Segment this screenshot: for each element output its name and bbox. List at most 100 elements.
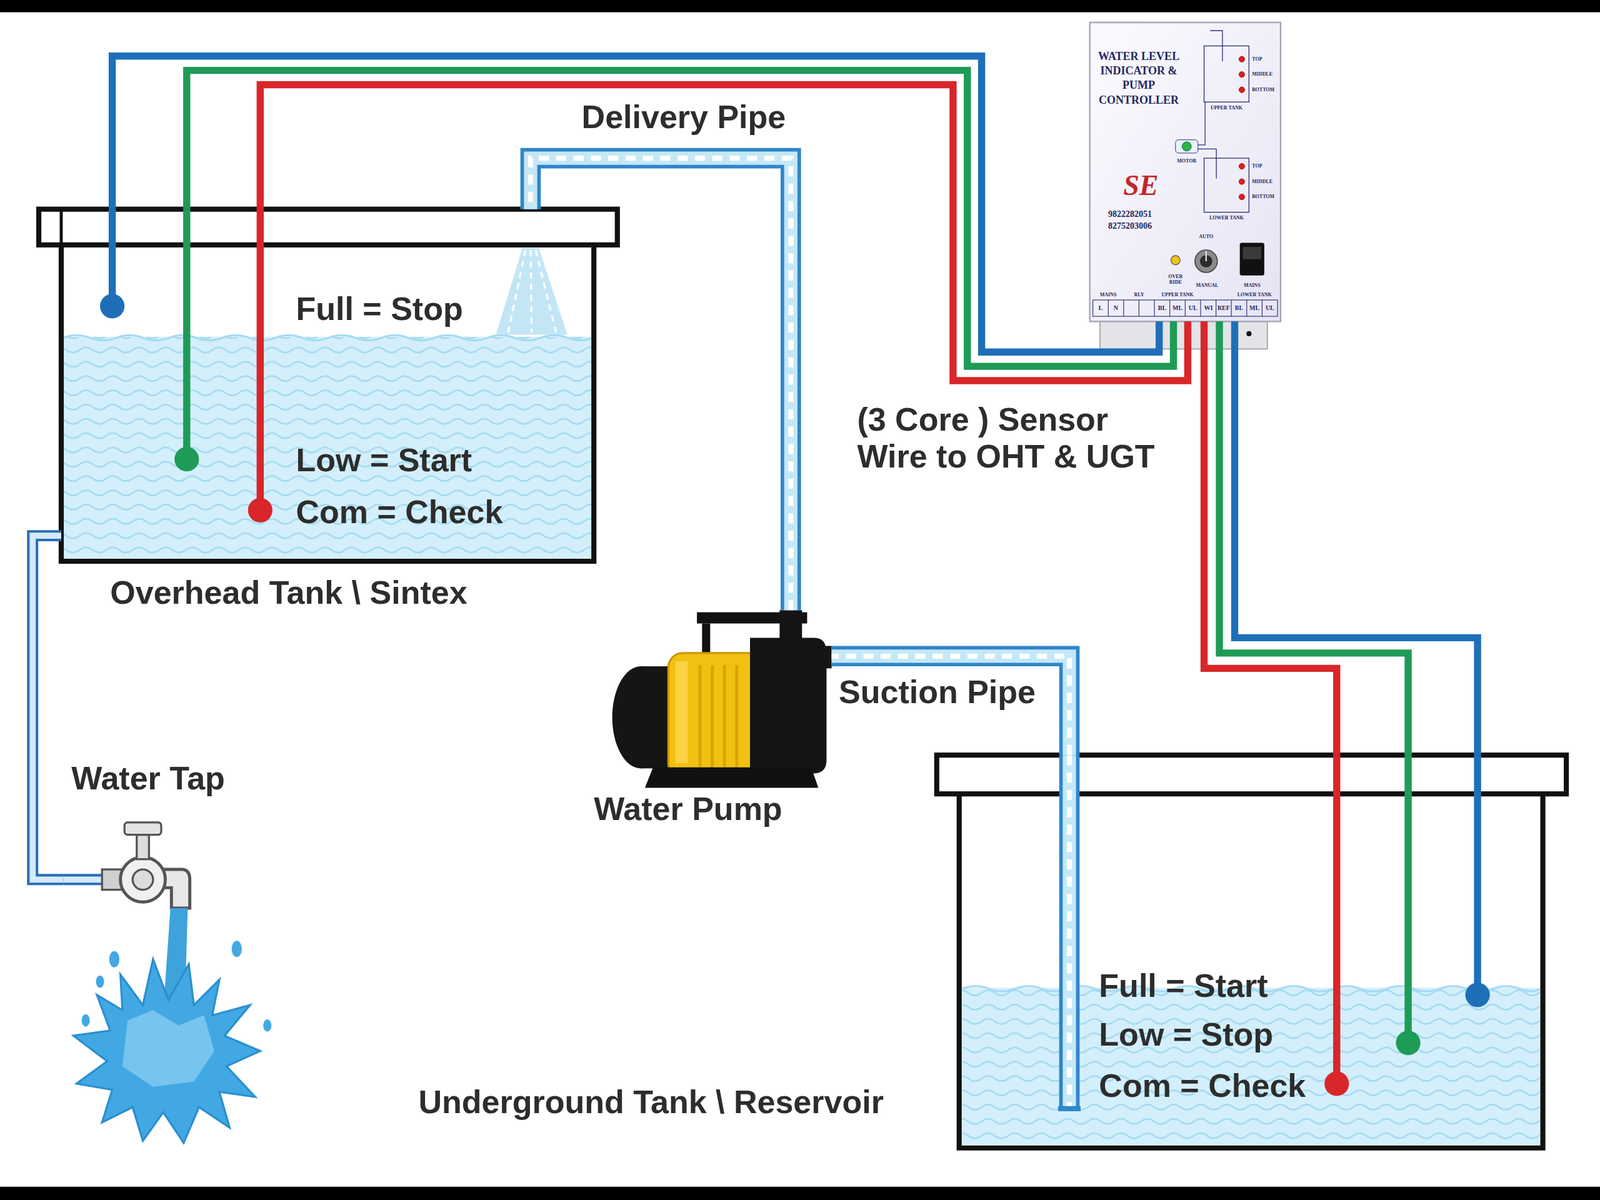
switch-label: AUTO — [1198, 233, 1214, 240]
tank-name: Overhead Tank \ Sintex — [110, 574, 467, 612]
level-rule: Low = Stop — [1098, 1016, 1274, 1054]
water-pump: Water Pump — [591, 610, 832, 837]
controller-housing-part — [1246, 331, 1252, 337]
indicator-led-part — [1238, 56, 1245, 62]
underground-tank-figure-part — [959, 793, 1544, 1149]
terminal-label: UL — [1265, 304, 1275, 312]
tank-level-icon — [1198, 30, 1250, 213]
underground-tank-figure-part — [1395, 1030, 1420, 1055]
water-pump-figure — [612, 610, 832, 788]
water-splash-part — [122, 1010, 215, 1087]
terminal-label: UL — [1188, 304, 1198, 312]
underground-tank-figure-part — [1066, 755, 1072, 1109]
overhead-tank-figure-part — [100, 293, 125, 319]
underground-tank-figure-part — [1059, 755, 1080, 1109]
terminal-label: L — [1098, 304, 1103, 312]
water-splash-part — [95, 975, 104, 989]
controller-housing-part — [1100, 321, 1268, 349]
pipe-label: Suction Pipe — [838, 673, 1036, 712]
tap-name: Water Tap — [71, 760, 225, 798]
suction-pipe-stroke — [831, 656, 1070, 755]
sensor-wire-stroke — [1235, 321, 1479, 755]
terminal-group: UPPER TANK — [1161, 291, 1194, 298]
overhead-tank-figure — [38, 209, 618, 562]
underground-tank-figure-part — [936, 755, 1567, 794]
overhead-tank-figure-part — [63, 336, 592, 560]
water-splash — [73, 908, 272, 1144]
underground-tank-figure-part — [1058, 1106, 1081, 1112]
water-tap-figure-part — [132, 869, 154, 890]
terminal-strip — [1093, 300, 1279, 317]
tank-caption: LOWER TANK — [1209, 215, 1244, 222]
overhead-tank-figure-part — [108, 209, 116, 307]
delivery-pipe-stroke — [530, 158, 791, 610]
overhead-tank-figure-part — [183, 209, 190, 460]
terminal-label: ML — [1172, 304, 1183, 312]
tap-pipe-stroke — [32, 535, 64, 880]
water-pump-figure-part — [700, 665, 737, 767]
switch-label: MANUAL — [1195, 283, 1219, 289]
level-rule: Low = Start — [295, 441, 472, 480]
panel-switch-part — [1205, 251, 1207, 262]
tap-pipe-stroke — [32, 535, 64, 880]
panel-switch-part — [1170, 255, 1180, 265]
water-tap-figure — [63, 822, 190, 909]
water-tap-figure-part — [63, 876, 107, 883]
underground-tank-figure-part — [1324, 1071, 1349, 1096]
panel-switch — [1170, 243, 1264, 276]
phone-number: 9822282051 — [1108, 209, 1152, 220]
overhead-tank-figure-part — [174, 446, 199, 472]
frame-bar-part — [0, 1186, 1600, 1200]
controller-panel: WATER LEVEL INDICATOR & PUMP CONTROLLER T… — [1090, 22, 1281, 322]
overhead-tank-figure-part — [495, 248, 567, 335]
water-pump-figure-part — [675, 661, 689, 764]
pipe-label: Delivery Pipe — [581, 98, 787, 137]
tank-level-icon-part — [1204, 158, 1250, 213]
overhead-tank-figure-part — [38, 209, 618, 245]
switch-label: OVER RIDE — [1165, 274, 1187, 285]
underground-tank-figure-part — [962, 987, 1540, 1145]
terminal-group: RLY — [1133, 291, 1144, 298]
controller-housing-part — [1090, 22, 1281, 322]
tank-caption: UPPER TANK — [1210, 105, 1243, 111]
level-label: TOP — [1251, 56, 1262, 62]
water-splash-part — [263, 1019, 272, 1032]
motor-led-part — [1175, 140, 1199, 154]
water-splash-part — [109, 951, 120, 968]
underground-tank-figure-part — [1404, 755, 1412, 1043]
terminal-label: REF — [1217, 304, 1230, 312]
motor-led-part — [1181, 141, 1192, 152]
indicator-led-part — [1238, 178, 1245, 185]
terminal-group: LOWER TANK — [1237, 291, 1272, 298]
delivery-pipe-stroke — [530, 158, 791, 610]
suction-pipe — [831, 656, 1070, 755]
indicator-led-part — [1238, 163, 1245, 170]
motor-label: MOTOR — [1176, 158, 1197, 164]
panel-switch-part — [1195, 250, 1218, 273]
water-tap-figure-part — [120, 856, 166, 902]
overhead-tank-figure-part — [256, 209, 264, 511]
sensor-wire-stroke — [260, 85, 1188, 381]
suction-pipe-stroke — [831, 656, 1070, 755]
overhead-tank: Full = StopLow = StartCom = CheckOverhea… — [61, 209, 594, 562]
water-pump-figure-part — [701, 623, 710, 655]
water-tap-figure-part — [63, 873, 107, 885]
terminal-label: N — [1113, 304, 1119, 312]
water-pump-figure-part — [750, 637, 827, 774]
overhead-tank-figure-part — [63, 335, 592, 340]
phone-number: 8275203006 — [1108, 221, 1152, 232]
underground-tank-figure-part — [1465, 982, 1490, 1007]
terminal-label: ML — [1249, 304, 1260, 312]
sensor-wire — [1204, 321, 1479, 755]
underground-tank-figure-part — [1062, 755, 1076, 1109]
terminal-label: BL — [1158, 304, 1167, 312]
delivery-pipe-stroke — [530, 158, 791, 610]
panel-switch-part — [1240, 243, 1265, 276]
sensor-wire — [112, 56, 1189, 381]
level-label: TOP — [1251, 163, 1262, 170]
panel-title: WATER LEVEL INDICATOR & PUMP CONTROLLER — [1093, 49, 1184, 109]
motor-led — [1175, 140, 1199, 154]
level-rule: Com = Check — [1098, 1067, 1306, 1105]
pump-name: Water Pump — [593, 790, 782, 829]
